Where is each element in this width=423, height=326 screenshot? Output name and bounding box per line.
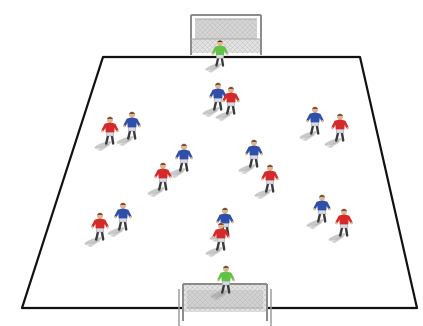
training-drill-diagram [0, 0, 423, 326]
